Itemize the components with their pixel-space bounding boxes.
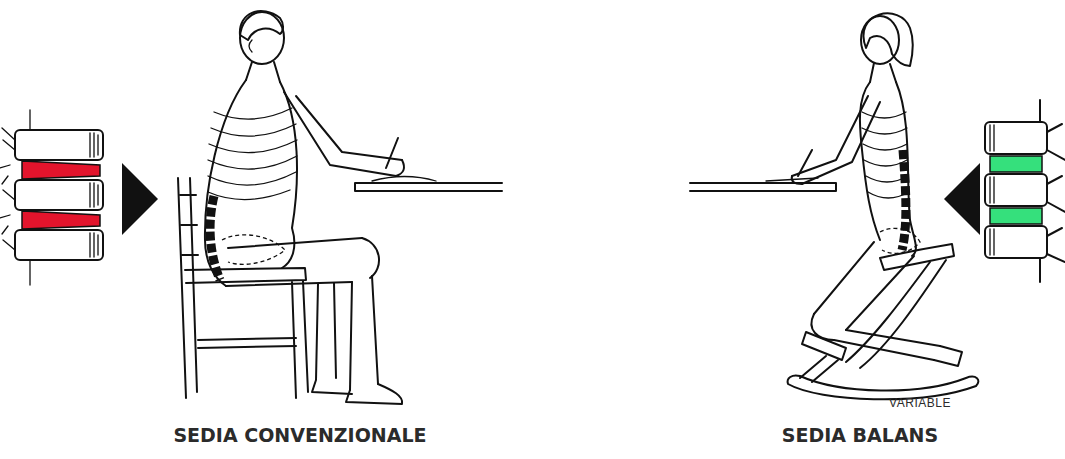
conventional-chair xyxy=(178,178,308,398)
desk xyxy=(355,177,502,192)
disc-healthy xyxy=(990,208,1042,224)
head xyxy=(240,12,284,64)
ear xyxy=(249,40,252,52)
foot xyxy=(934,346,962,366)
thigh xyxy=(814,242,914,330)
hair xyxy=(863,13,912,66)
foot xyxy=(346,384,402,404)
chair-seat xyxy=(185,268,306,283)
ribs xyxy=(208,108,297,200)
knee xyxy=(362,238,379,278)
disc-compressed xyxy=(22,211,100,229)
chair-back-rail xyxy=(180,195,198,255)
desk-top xyxy=(690,183,836,191)
spine xyxy=(902,150,906,250)
caption-label: SEDIA CONVENZIONALE xyxy=(150,425,450,446)
pelvis xyxy=(222,235,285,265)
chair-post xyxy=(178,178,197,398)
arm xyxy=(792,96,880,184)
spine xyxy=(210,196,220,280)
rocker-base xyxy=(788,375,979,399)
seated-man xyxy=(205,11,404,404)
disc-healthy xyxy=(990,156,1042,172)
chair-frame xyxy=(846,260,946,368)
disc-compressed xyxy=(22,161,100,179)
desk xyxy=(690,178,836,191)
vertebra-process xyxy=(1040,100,1065,282)
back-leg xyxy=(312,283,352,394)
knee-pad xyxy=(802,332,846,360)
pen xyxy=(386,138,398,168)
pain-marks xyxy=(0,128,15,250)
desk-top xyxy=(355,183,502,191)
pen xyxy=(798,150,812,176)
thigh xyxy=(226,238,362,286)
chair-leg xyxy=(292,281,308,398)
caption-label: SEDIA BALANS xyxy=(760,425,960,446)
hair xyxy=(240,11,283,40)
spine-detail xyxy=(985,100,1065,282)
paper xyxy=(372,177,436,182)
hand xyxy=(396,160,404,176)
pointer-arrow xyxy=(944,163,980,235)
arm xyxy=(284,92,402,176)
pointer-arrow xyxy=(122,163,158,235)
balans-chair xyxy=(788,244,979,399)
spine-detail xyxy=(0,110,103,285)
neck xyxy=(870,63,896,82)
chair-rail xyxy=(198,338,296,348)
pelvis xyxy=(880,228,920,253)
shin xyxy=(350,276,378,390)
kneeling-woman xyxy=(792,13,962,366)
bone-hatch xyxy=(90,133,98,257)
back-outline xyxy=(896,82,916,256)
bone-hatch xyxy=(990,125,994,255)
hand xyxy=(792,176,802,184)
neck xyxy=(246,62,280,82)
model-label: VARIABLE xyxy=(880,397,960,410)
